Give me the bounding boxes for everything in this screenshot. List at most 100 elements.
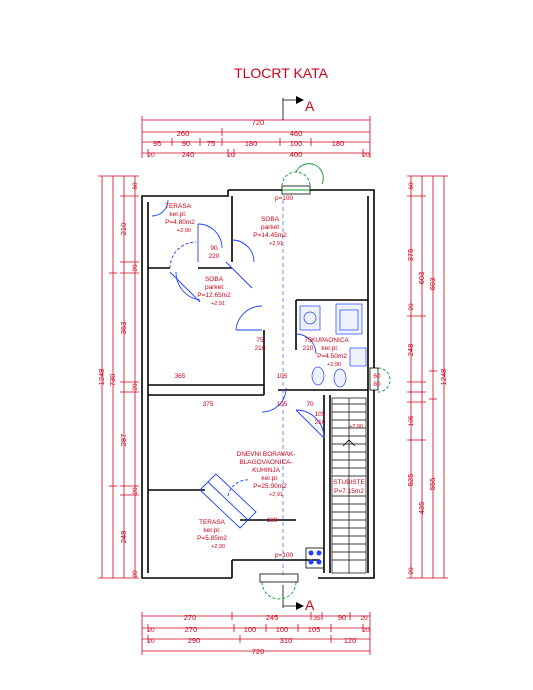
room-soba-1-level: +2,91 [269,241,283,247]
dim-top-90: 90 [182,139,190,148]
room-living-name-1: DNEVNI BORAVAK- [237,451,296,458]
room-terasa-1-floor: ker.pl. [169,211,187,218]
dim-bottom-100a: 100 [244,625,257,634]
dim-bottom-245: 245 [266,613,279,622]
dim-right-60: 60 [408,182,415,190]
room-stubiste-area: P=7.15m2 [334,488,364,495]
section-label-bottom: A [305,597,315,613]
stair-door-height: 210 [315,419,326,426]
dim-right-603: 603 [417,272,426,285]
room-living-area: P=25.90m2 [253,483,287,490]
dim-bottom-total: 720 [252,647,265,656]
wall-label-188: 188 [267,517,278,524]
section-marker-top: A [282,96,315,120]
dimension-lines-bottom [141,612,371,655]
room-living-floor: ker.pl. [261,475,279,482]
dim-top-400: 400 [290,150,303,159]
hall-label-105a: 105 [277,373,288,380]
dim-top-460: 460 [290,129,303,138]
dim-bottom-35: 35 [313,615,321,622]
dim-top-180a: 180 [245,139,258,148]
dim-bottom-105: 105 [308,625,321,634]
soba-door-height: 210 [255,345,266,352]
dim-top-180b: 180 [332,139,345,148]
room-soba-1-area: P=14.45m2 [253,232,287,239]
dim-top-20c: 20 [362,152,370,159]
dim-bottom-270: 270 [184,613,197,622]
dimension-lines-left [98,175,139,579]
doors [151,199,325,439]
room-soba-1-floor: parket [261,224,279,231]
plan-title: TLOCRT KATA [234,65,329,81]
dim-bottom-290: 290 [188,636,201,645]
dim-bottom-20b: 20 [362,627,370,634]
dim-left-730: 730 [108,374,117,387]
bath-door-height: 210 [303,345,314,352]
dim-right-525: 525 [406,474,415,487]
window-top-label: p=100 [275,195,294,202]
room-soba-2-name: SOBA [205,276,224,283]
window-bottom-label: p=100 [275,552,294,559]
room-living-name-2: BLAGOVAONICA- [239,459,292,466]
dim-left-363: 363 [119,322,128,335]
dim-right-105: 105 [408,415,415,426]
room-stubiste-name: STUBISTE [333,479,365,486]
dim-left-20d: 20 [132,570,139,578]
room-terasa-2-level: +2,90 [211,544,225,550]
room-kupaonica-name: KUPAONICA [311,337,349,344]
dim-left-210: 210 [119,223,128,236]
bath-door-width: 75 [304,337,312,344]
room-terasa-2-name: TERASA [199,519,226,526]
dim-left-60: 60 [132,182,139,190]
hall-label-70: 70 [306,401,314,408]
dim-left-20a: 20 [132,264,139,272]
room-soba-2-level: +2,91 [211,301,225,307]
dim-bottom-20c: 20 [147,638,155,645]
room-terasa-2-floor: ker.pl. [203,527,221,534]
room-terasa-2-area: P=5.85m2 [197,535,227,542]
dim-top-total: 720 [252,118,265,127]
room-kupaonica-area: P=4.50m2 [317,353,347,360]
dim-right-total: 1248 [439,369,448,386]
dim-top-100: 100 [290,139,303,148]
room-terasa-1-area: P=4.80m2 [165,219,195,226]
dim-top-20b: 20 [227,152,235,159]
room-living-level: +2,91 [269,492,283,498]
dim-right-435: 435 [417,502,426,515]
kitchen-stove [305,547,325,569]
terrace-door-width: 90 [210,245,218,252]
staircase [331,397,367,574]
section-marker-bottom: A [282,585,315,613]
dim-left-20b: 20 [132,383,139,391]
dimension-lines-right [407,175,448,579]
room-soba-1-name: SOBA [261,216,280,223]
dim-right-248: 248 [406,344,415,357]
dim-left-287: 287 [119,434,128,447]
dim-right-375: 375 [406,249,415,262]
dim-bottom-90: 90 [338,613,346,622]
dim-top-240: 240 [182,150,195,159]
dim-left-248: 248 [119,531,128,544]
dim-right-693: 693 [428,278,437,291]
stair-level: +2,90 [349,424,363,430]
room-terasa-1-name: TERASA [165,203,192,210]
room-kupaonica-level: +2,90 [327,362,341,368]
room-living-name-3: KUHINJA [252,467,280,474]
dim-right-20b: 20 [408,567,415,575]
dim-bottom-310: 310 [280,636,293,645]
windows [259,163,391,600]
wall-label-365: 365 [175,373,186,380]
dim-top-260: 260 [177,129,190,138]
dim-top-75: 75 [207,139,215,148]
soba-door-width: 75 [256,337,264,344]
wall-label-375: 375 [203,401,214,408]
dim-top-20a: 20 [147,152,155,159]
room-terasa-1-level: +2,90 [177,228,191,234]
dim-bottom-270b: 270 [185,625,198,634]
bath-window-width: 60 [373,373,381,380]
terrace-glazing [199,473,257,529]
terrace-door-height: 220 [209,253,220,260]
dim-left-20c: 20 [132,487,139,495]
dim-bottom-20: 20 [360,615,368,622]
